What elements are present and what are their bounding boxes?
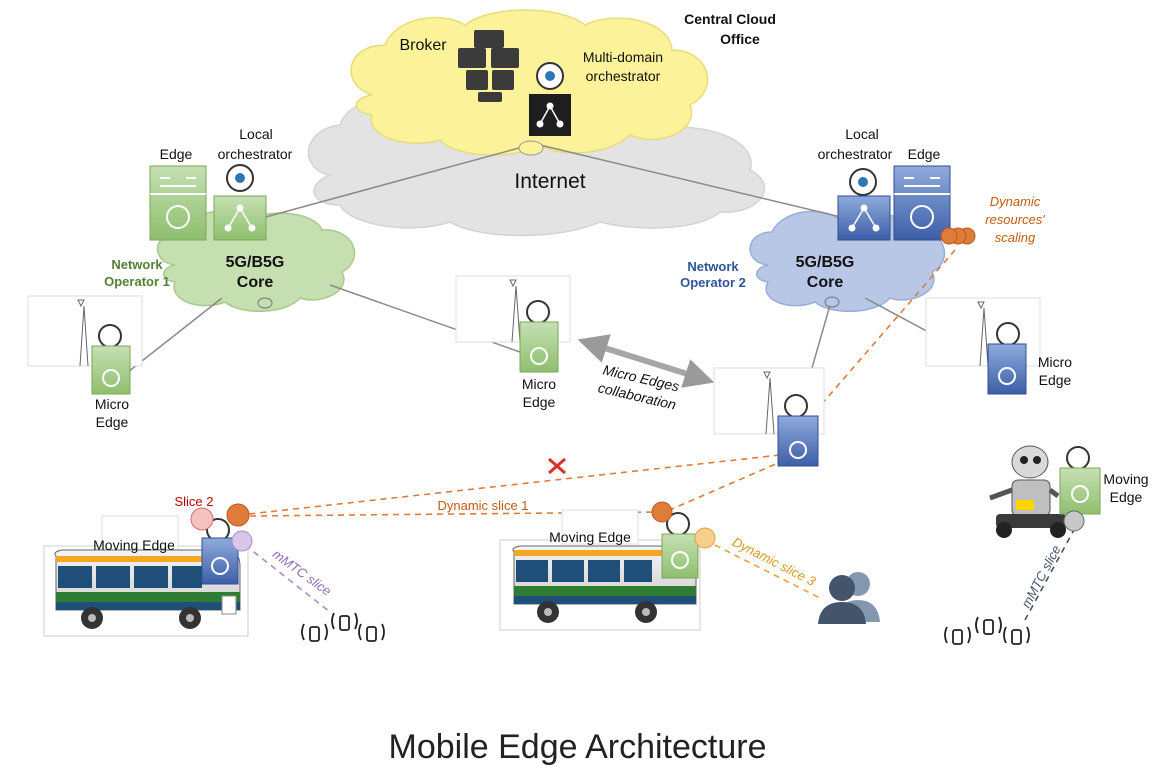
scaling-line1: Dynamic [989,194,1041,209]
diagram-caption: Mobile Edge Architecture [388,728,767,766]
op2-core-line1: 5G/B5G [795,254,855,271]
micro-edge-op1 [27,295,143,395]
micro-edge-op2-right [925,297,1041,395]
op1-local-orch-line2: orchestrator [217,146,293,162]
op1-micro-edge-line1: Micro [94,396,130,412]
op2-name-line1: Network [687,259,739,274]
central-orchestrator-icon [529,62,571,136]
op2-name-line2: Operator 2 [680,275,746,290]
op1-local-orch-line1: Local [239,126,273,142]
center-micro-edge-line1: Micro [521,376,557,392]
op2-local-orch-line2: orchestrator [817,146,893,162]
robot-moving-edge-line1: Moving [1103,471,1149,487]
op2-core-line2: Core [806,274,844,291]
scaling-resources-icon [940,227,976,245]
orchestrator-label-line1: Multi-domain [582,49,664,65]
op1-edge-server-icon [149,165,207,241]
iot-sensors-right-icon [944,616,1030,645]
op2-micro-edge-line1: Micro [1037,354,1073,370]
micro-edge-op2-center [713,367,825,467]
central-cloud [350,9,709,156]
cloud-link-node [518,140,544,156]
center-micro-edge-line2: Edge [522,394,556,410]
internet-label: Internet [514,170,586,193]
users-icon [818,572,880,624]
robot-edge-icon [1059,446,1101,532]
central-cloud-label-line2: Office [720,31,760,47]
op2-local-orch-line1: Local [845,126,879,142]
op1-name-line1: Network [111,257,163,272]
bus-left-edge-icon [201,518,239,585]
moving-edge-center-label: Moving Edge [549,529,631,545]
op2-micro-edge-line2: Edge [1038,372,1072,388]
collaboration-arrow [577,334,715,388]
link-failure-x-icon [548,457,566,475]
slice-bubbles-left [190,503,253,552]
broker-label: Broker [399,37,447,54]
dynamic-slice1-label: Dynamic slice 1 [437,498,529,513]
op1-core-line2: Core [236,274,274,291]
scaling-line3: scaling [994,230,1036,245]
op2-edge-server-icon [893,165,951,241]
scaling-line2: resources' [985,212,1045,227]
central-cloud-label-line1: Central Cloud [684,11,776,27]
broker-icon [458,30,519,102]
op1-edge-label: Edge [159,146,193,162]
slice2-label: Slice 2 [174,494,214,509]
op2-core-node [824,296,840,308]
op1-local-orchestrator-icon [213,164,267,241]
op1-micro-edge-line2: Edge [95,414,129,430]
op1-name-line2: Operator 1 [104,274,170,289]
iot-sensors-left-icon [301,612,385,642]
op1-core-line1: 5G/B5G [225,254,285,271]
robot-icon [989,445,1066,538]
op2-local-orchestrator-icon [837,168,891,241]
op2-edge-label: Edge [907,146,941,162]
moving-edge-left-label: Moving Edge [93,537,175,553]
robot-moving-edge-line2: Edge [1109,489,1143,505]
op1-core-node [257,297,273,309]
orchestrator-label-line2: orchestrator [585,68,661,84]
bus-center-edge-icon [661,512,699,579]
micro-edge-center [455,275,571,373]
slice-bubbles-center [651,501,716,549]
